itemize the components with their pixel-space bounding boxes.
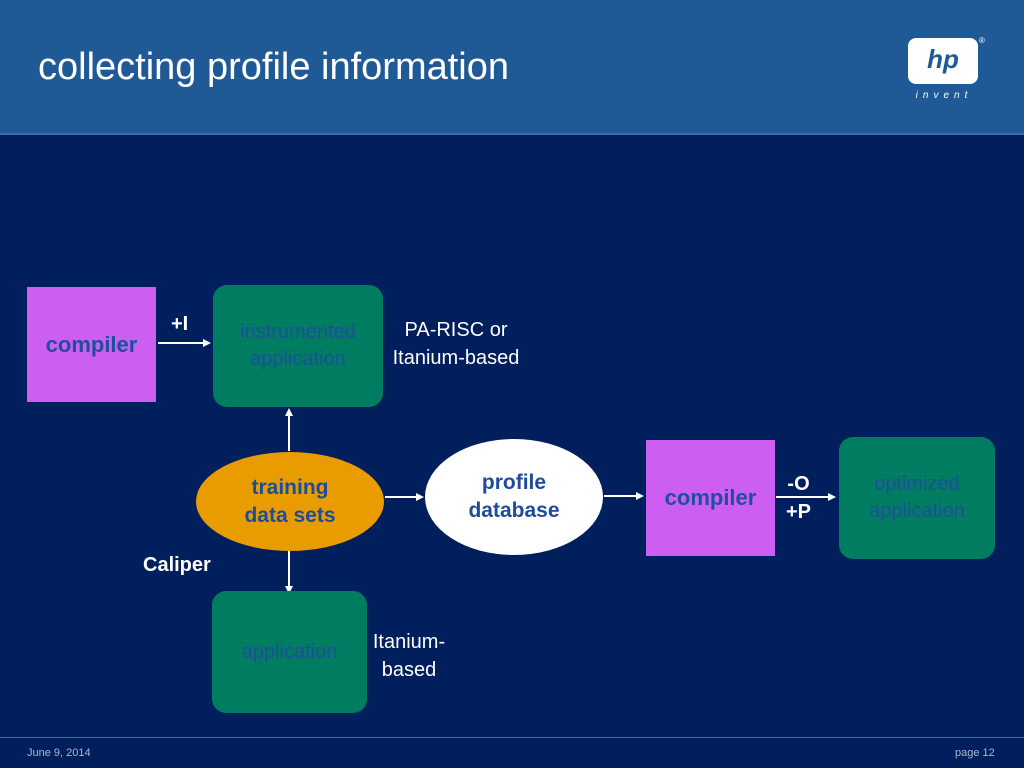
caliper-label: Caliper [143,554,211,576]
slide-title: collecting profile information [38,46,510,88]
hp-logo-tagline: invent [915,90,973,101]
application-label: application [241,640,338,663]
flag-optimize: -O +P [786,470,811,526]
instrumented-app-line1: instrumented [240,321,356,343]
profile-database-ellipse: profile database [425,439,603,555]
instrumented-application-box: instrumented application [213,285,383,407]
compiler-box-right: compiler [646,440,775,556]
hp-logo-text: hp [927,44,959,74]
flag-opt-line2: +P [786,501,812,523]
header-divider [0,133,1024,135]
platform-label-top: PA-RISC or Itanium-based [376,316,536,372]
flag-opt-line1: -O [787,473,810,495]
footer-page-number: page 12 [955,747,995,759]
training-data-line1: training [251,475,329,499]
optimized-app-line2: application [869,500,965,522]
platform-top-line1: PA-RISC or [404,319,508,341]
instrumented-app-line2: application [250,348,346,370]
compiler-box-left: compiler [27,287,156,402]
slide-header [0,0,1024,133]
footer-divider [0,737,1024,738]
flag-instrument: +I [171,313,189,335]
hp-logo-badge: hp [908,38,978,84]
compiler-left-label: compiler [45,331,138,357]
optimized-application-box: optimized application [839,437,995,559]
platform-bottom-line1: Itanium- [372,631,446,653]
application-box: application [212,591,367,713]
profile-db-line2: database [468,499,560,522]
platform-label-bottom: Itanium- based [360,628,458,684]
footer-date: June 9, 2014 [27,747,91,759]
profile-db-line1: profile [481,471,547,494]
hp-logo: hp ® invent [906,36,985,104]
platform-bottom-line2: based [381,659,437,681]
training-data-ellipse: training data sets [196,452,384,551]
platform-top-line2: Itanium-based [392,347,520,369]
hp-logo-registered: ® [979,36,985,45]
compiler-right-label: compiler [664,485,757,510]
optimized-app-line1: optimized [874,473,960,495]
training-data-line2: data sets [244,503,336,527]
